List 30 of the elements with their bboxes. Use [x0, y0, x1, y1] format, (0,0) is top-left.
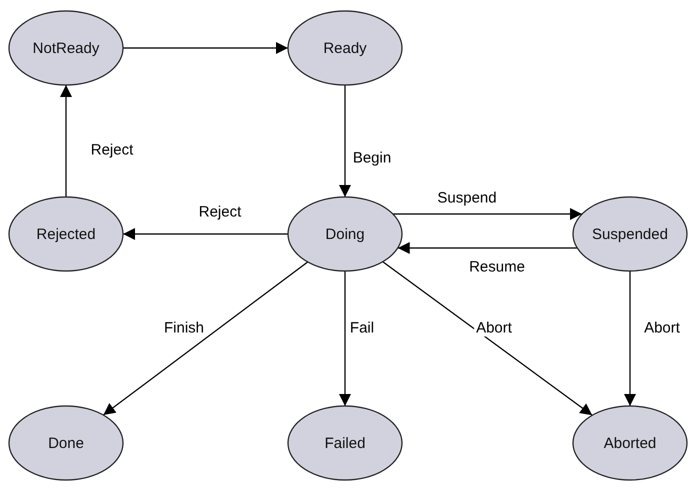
state-ellipse	[287, 405, 403, 481]
transition-arrow	[123, 42, 288, 54]
state-name: Failed	[324, 434, 366, 452]
transition-arrow	[382, 261, 593, 416]
state-ellipse	[572, 196, 688, 272]
state-name: Ready	[323, 40, 367, 56]
edge-label: Abort	[474, 320, 514, 336]
state-ellipse	[8, 196, 124, 272]
transition-arrow	[624, 271, 636, 406]
edge-label: Suspend	[435, 190, 499, 206]
state-name: NotReady	[32, 40, 100, 56]
state-ellipse	[8, 405, 124, 481]
state-ellipse	[8, 10, 124, 86]
edge-label: Reject	[88, 142, 136, 158]
edge-label: Reject	[196, 204, 244, 220]
state-name: Rejected	[36, 226, 96, 242]
state-name: Aborted	[604, 434, 656, 452]
state-ellipse	[287, 196, 403, 272]
state-name: Done	[48, 434, 84, 452]
state-ellipse	[287, 10, 403, 86]
transition-arrow	[398, 242, 578, 254]
transition-arrow	[60, 85, 72, 197]
transition-arrow	[339, 271, 351, 406]
state-name: Suspended	[592, 226, 668, 242]
transition-arrow	[339, 85, 351, 197]
state-ellipse	[572, 405, 688, 481]
transition-arrow	[123, 228, 288, 240]
state-name: Doing	[325, 226, 365, 242]
transition-arrow	[392, 208, 582, 220]
transition-arrow	[102, 261, 308, 416]
